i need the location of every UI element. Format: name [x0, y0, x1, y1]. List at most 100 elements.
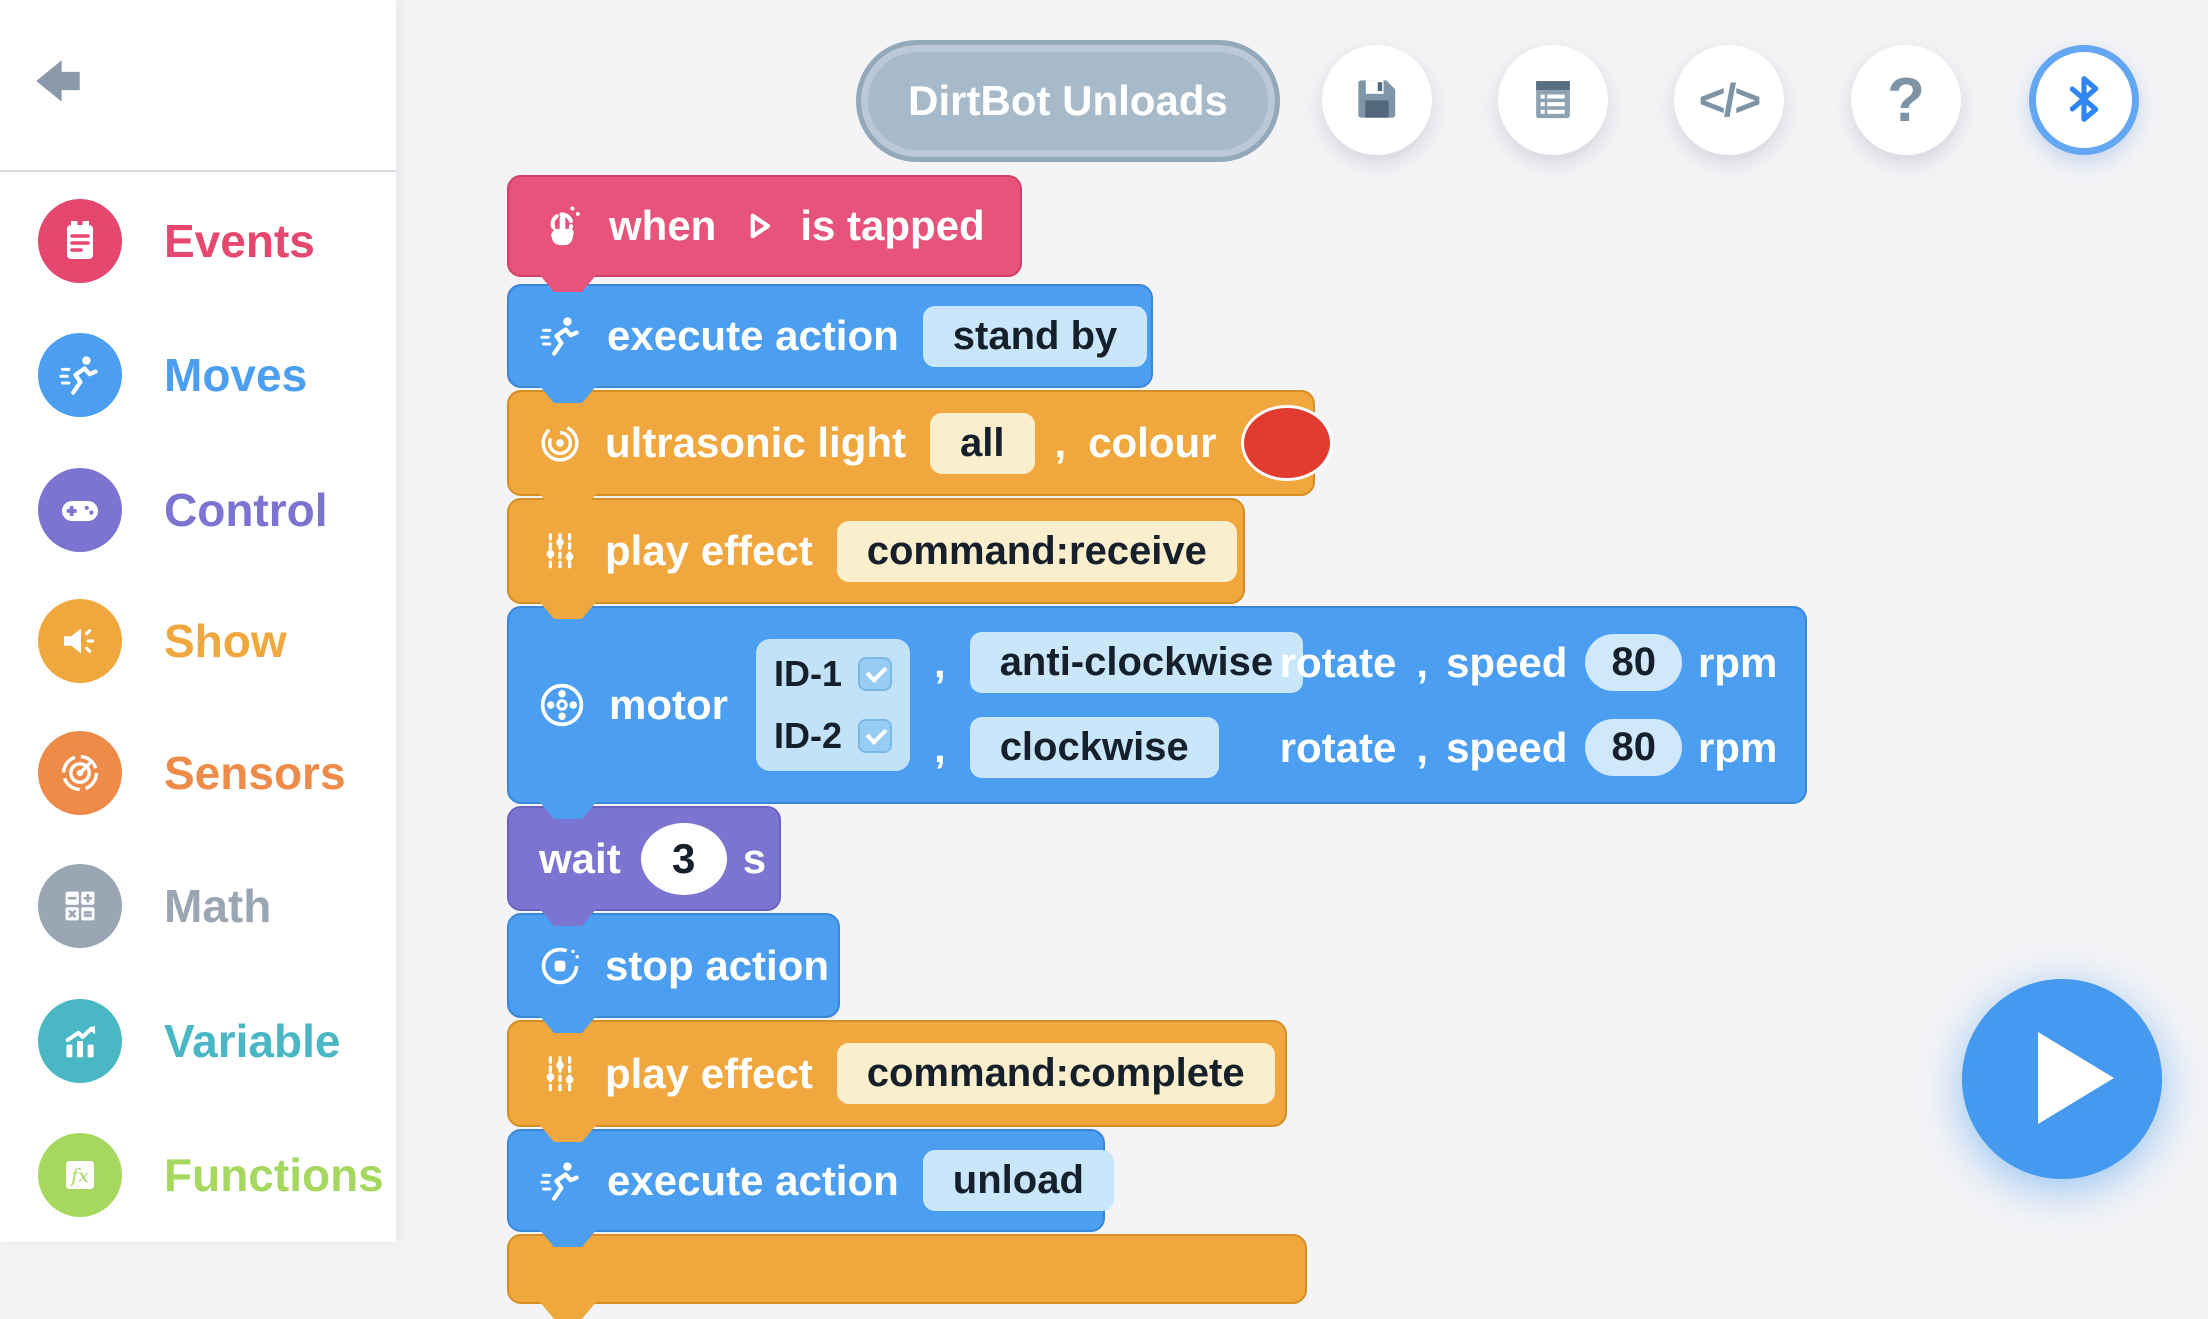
sidebar-label: Moves — [164, 349, 308, 401]
category-sidebar: Events Moves Control — [0, 0, 397, 1242]
comma: , — [934, 723, 946, 771]
project-list-button[interactable] — [1498, 45, 1608, 155]
tap-icon — [537, 201, 587, 251]
motor-id-label: ID-1 — [774, 653, 843, 694]
block-label: speed — [1446, 723, 1568, 771]
back-button[interactable] — [26, 50, 90, 114]
sidebar-item-math[interactable]: Math — [38, 864, 271, 948]
sidebar-label: Functions — [164, 1149, 384, 1201]
sliders-icon — [537, 528, 583, 574]
block-execute-unload[interactable]: execute action unload — [507, 1129, 1114, 1232]
direction-chip[interactable]: clockwise — [969, 717, 1219, 778]
action-value-chip[interactable]: unload — [922, 1150, 1114, 1211]
light-target-chip[interactable]: all — [930, 412, 1035, 474]
block-label: stop action — [605, 941, 830, 989]
colour-value-chip[interactable] — [1240, 405, 1333, 481]
sidebar-item-functions[interactable]: fx Functions — [38, 1133, 384, 1217]
motor-id2-checkbox[interactable] — [858, 719, 893, 753]
code-icon: </> — [1698, 74, 1761, 126]
block-label: play effect — [605, 527, 813, 574]
block-label: is tapped — [800, 202, 985, 249]
block-label: when — [609, 202, 717, 249]
comma: , — [934, 638, 946, 686]
functions-icon: fx — [38, 1133, 122, 1217]
run-button[interactable] — [1962, 979, 2162, 1179]
speed-value-pill[interactable]: 80 — [1585, 634, 1682, 691]
code-view-button[interactable]: </> — [1674, 45, 1784, 155]
block-label: s — [742, 834, 767, 882]
sidebar-item-control[interactable]: Control — [38, 468, 328, 552]
motor-id1-checkbox[interactable] — [858, 657, 893, 691]
block-when-tapped[interactable]: when is tapped — [507, 175, 1022, 277]
sensors-icon — [38, 731, 122, 815]
sidebar-item-variable[interactable]: Variable — [38, 999, 340, 1083]
math-icon — [38, 864, 122, 948]
motor-row-2: , clockwise rotate , speed 80 rpm — [914, 717, 1777, 778]
sidebar-label: Math — [164, 880, 272, 932]
block-label: speed — [1446, 638, 1568, 686]
block-play-effect-complete[interactable]: play effect command:complete — [507, 1020, 1287, 1127]
block-play-effect-receive[interactable]: play effect command:receive — [507, 498, 1245, 604]
block-label: motor — [609, 681, 728, 728]
comma: , — [1416, 638, 1429, 686]
sidebar-label: Control — [164, 484, 328, 536]
motor-id-panel: ID-1 ID-2 — [756, 639, 911, 771]
motor-icon — [537, 680, 587, 730]
action-value-chip[interactable]: stand by — [922, 305, 1148, 367]
motor-id-row: ID-2 — [774, 715, 893, 757]
motor-row-1: , anti-clockwise rotate , speed 80 rpm — [914, 632, 1777, 693]
sidebar-item-events[interactable]: Events — [38, 199, 315, 283]
play-outline-icon — [734, 202, 782, 250]
comma: , — [1416, 723, 1429, 771]
help-button[interactable]: ? — [1851, 45, 1961, 155]
play-icon — [1962, 978, 2162, 1181]
sidebar-label: Events — [164, 215, 315, 267]
sidebar-label: Show — [164, 615, 287, 667]
show-icon — [38, 599, 122, 683]
floppy-icon — [1349, 71, 1405, 130]
direction-chip[interactable]: anti-clockwise — [969, 632, 1304, 693]
block-label: wait — [539, 834, 621, 882]
motor-id-label: ID-2 — [774, 715, 843, 756]
sidebar-item-sensors[interactable]: Sensors — [38, 731, 346, 815]
block-label: rpm — [1697, 723, 1778, 771]
save-button[interactable] — [1322, 45, 1432, 155]
stop-icon — [537, 943, 583, 989]
block-label: execute action — [607, 1156, 899, 1204]
block-stop-action[interactable]: stop action — [507, 913, 840, 1018]
ultrasonic-icon — [537, 420, 583, 466]
block-label: ultrasonic light — [605, 419, 907, 466]
moves-icon — [38, 333, 122, 417]
sidebar-label: Variable — [164, 1015, 341, 1067]
help-icon: ? — [1887, 65, 1925, 135]
block-execute-standby[interactable]: execute action stand by — [507, 284, 1153, 388]
runner-icon — [537, 312, 585, 360]
block-motor[interactable]: motor ID-1 ID-2 , anti-clockwise rotate … — [507, 606, 1807, 804]
sidebar-item-show[interactable]: Show — [38, 599, 287, 683]
block-label: rotate — [1279, 638, 1397, 686]
wait-value-chip[interactable]: 3 — [640, 822, 727, 895]
control-icon — [38, 468, 122, 552]
block-partial-bottom[interactable] — [507, 1234, 1307, 1304]
bluetooth-button[interactable] — [2029, 45, 2139, 155]
block-wait[interactable]: wait 3 s — [507, 806, 781, 911]
effect-value-chip[interactable]: command:complete — [836, 1043, 1275, 1104]
sliders-icon — [537, 1051, 583, 1097]
list-icon — [1526, 72, 1580, 129]
block-label: play effect — [605, 1049, 813, 1097]
project-title: DirtBot Unloads — [908, 77, 1228, 124]
block-ultrasonic-light[interactable]: ultrasonic light all , colour — [507, 390, 1333, 496]
block-label: rotate — [1279, 723, 1397, 771]
back-arrow-icon — [29, 59, 87, 113]
bluetooth-icon — [2057, 72, 2111, 129]
block-label: colour — [1088, 419, 1217, 466]
variable-icon — [38, 999, 122, 1083]
effect-value-chip[interactable]: command:receive — [836, 520, 1237, 582]
sidebar-item-moves[interactable]: Moves — [38, 333, 307, 417]
project-title-pill[interactable]: DirtBot Unloads — [856, 40, 1280, 162]
speed-value-pill[interactable]: 80 — [1585, 719, 1682, 776]
sidebar-divider — [0, 170, 396, 172]
motor-id-row: ID-1 — [774, 653, 893, 695]
svg-text:fx: fx — [69, 1165, 89, 1187]
runner-icon — [537, 1157, 585, 1205]
